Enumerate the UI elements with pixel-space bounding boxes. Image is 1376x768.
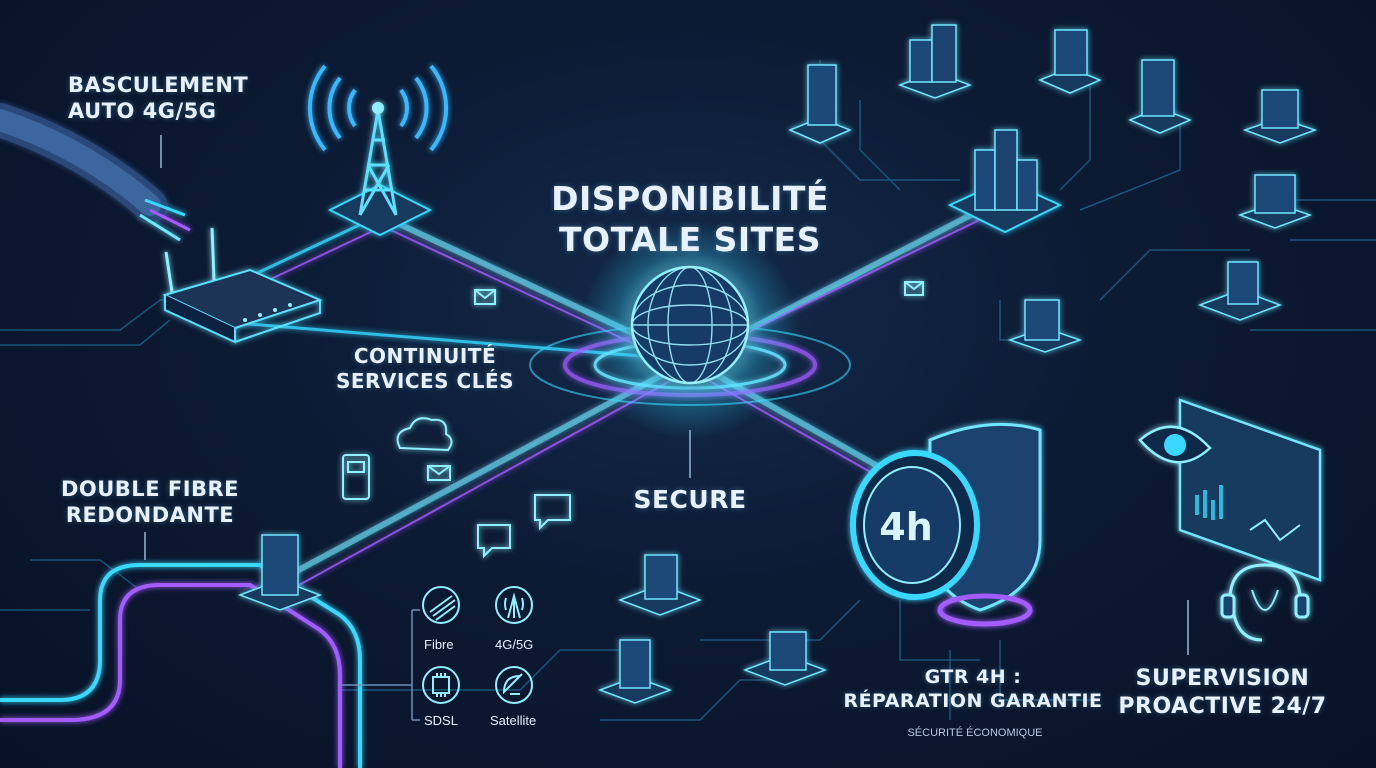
building-icon	[1038, 29, 1102, 94]
floating-icons	[342, 281, 924, 559]
headset-icon	[1220, 563, 1310, 642]
main-title-line1: DISPONIBILITÉ	[551, 179, 829, 218]
building-icon	[1007, 299, 1083, 353]
redundant-fibre-loop	[0, 563, 362, 768]
clock-text: 4h	[879, 505, 933, 549]
monitor-eye-icon	[1138, 398, 1322, 582]
4g5g-label: 4G/5G	[495, 637, 534, 652]
chat-icon	[534, 494, 571, 531]
main-title-line2: TOTALE SITES	[559, 220, 821, 260]
satellite-buildings	[237, 24, 1318, 704]
bottom-left-label: DOUBLE FIBRE REDONDANTE	[55, 476, 245, 529]
main-title: DISPONIBILITÉ TOTALE SITES	[540, 178, 840, 261]
antenna-icon	[495, 586, 533, 624]
building-icon	[742, 631, 828, 686]
bottom-left-line1: DOUBLE FIBRE	[60, 477, 240, 501]
satellite-label: Satellite	[490, 713, 537, 728]
leader-lines	[144, 135, 1189, 655]
payment-terminal-icon	[342, 454, 370, 500]
fibre-icon	[422, 586, 460, 624]
satellite-dish-icon	[495, 666, 533, 704]
gtr-line1: GTR 4H :	[924, 666, 1022, 688]
building-icon	[788, 64, 852, 144]
gtr-label: GTR 4H : RÉPARATION GARANTIE	[838, 666, 1108, 714]
top-left-line1: BASCULEMENT	[68, 73, 249, 97]
bottom-left-line2: REDONDANTE	[65, 503, 235, 528]
cloud-icon	[396, 417, 453, 452]
mid-left-line2: SERVICES CLÉS	[335, 369, 515, 393]
building-icon	[947, 129, 1063, 234]
building-icon	[237, 534, 323, 611]
supervision-line1: SUPERVISION	[1135, 666, 1310, 691]
top-left-line2: AUTO 4G/5G	[68, 99, 217, 124]
building-icon	[617, 554, 703, 616]
building-icon	[1128, 59, 1192, 134]
gtr-line2: RÉPARATION GARANTIE	[843, 689, 1103, 712]
building-icon	[597, 639, 673, 704]
gtr-subtitle: SÉCURITÉ ÉCONOMIQUE	[907, 727, 1043, 739]
top-left-label: BASCULEMENT AUTO 4G/5G	[68, 72, 248, 125]
supervision-label: SUPERVISION PROACTIVE 24/7	[1115, 665, 1330, 720]
fibre-cable	[0, 103, 191, 242]
signal-tower-icon	[307, 64, 449, 237]
sdsl-label: SDSL	[424, 713, 458, 728]
mid-left-line1: CONTINUITÉ	[353, 344, 497, 368]
router-icon	[162, 227, 323, 344]
chip-icon	[422, 666, 460, 704]
building-icon	[1237, 174, 1313, 229]
supervision-line2: PROACTIVE 24/7	[1118, 693, 1327, 719]
mid-left-label: CONTINUITÉ SERVICES CLÉS	[330, 344, 520, 394]
building-icon	[1242, 89, 1318, 144]
building-icon	[897, 24, 973, 99]
connectivity-icons	[340, 586, 533, 721]
shield-clock-icon: 4h	[850, 422, 1042, 627]
building-icon	[1197, 261, 1283, 321]
fibre-label: Fibre	[424, 637, 454, 652]
globe-icon	[529, 220, 851, 478]
center-label: SECURE	[633, 485, 747, 514]
chat-icon	[477, 524, 511, 559]
